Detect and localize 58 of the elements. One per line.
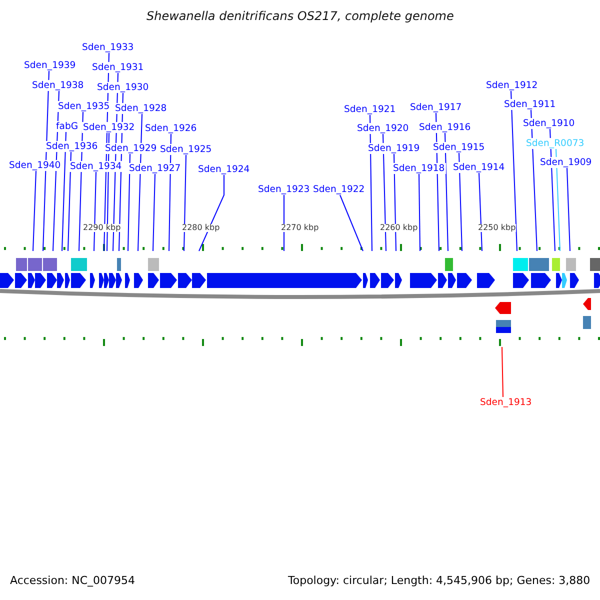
gene-label: Sden_1930 [96, 82, 150, 93]
leader-line [502, 346, 504, 398]
leader-line [444, 132, 448, 252]
gene-label: Sden_R0073 [525, 138, 586, 149]
gene-label: Sden_1923 [257, 184, 311, 195]
gene-label: Sden_1909 [539, 157, 593, 168]
gene-label: Sden_1934 [69, 161, 123, 172]
gene-label: Sden_1931 [91, 62, 145, 73]
title: Shewanella denitrificans OS217, complete genome [146, 11, 454, 22]
gene-label: Sden_1933 [81, 42, 135, 53]
scale-label: 2270 kbp [281, 224, 319, 232]
gene-label: Sden_1913 [479, 397, 533, 408]
scale-label: 2250 kbp [478, 224, 516, 232]
leader-line [478, 172, 482, 252]
gene-label: Sden_1938 [31, 80, 85, 91]
gene-label: Sden_1932 [82, 122, 136, 133]
leader-line [68, 152, 72, 252]
gene-label: Sden_1928 [114, 103, 168, 114]
gene-label: Sden_1936 [45, 141, 99, 152]
gene-label: Sden_1929 [104, 143, 158, 154]
gene-label: Sden_1921 [343, 104, 397, 115]
gene-label: Sden_1919 [367, 143, 421, 154]
leader-line [340, 194, 364, 252]
gene-label: Sden_1912 [485, 80, 539, 91]
gene-label: Sden_1915 [432, 142, 486, 153]
gene-label: Sden_1924 [197, 164, 251, 175]
gene-label: Sden_1920 [356, 123, 410, 134]
leader-line [566, 168, 570, 252]
gene-label: Sden_1940 [8, 160, 62, 171]
leader-line [184, 154, 186, 252]
leader-line [198, 174, 224, 252]
footer-text: Topology: circular; Length: 4,545,906 bp; Genes: 3,880 [288, 575, 590, 586]
gene-label: Sden_1926 [144, 123, 198, 134]
leader-line [62, 132, 66, 252]
gene-label: Sden_1911 [503, 99, 557, 110]
leader-line [458, 152, 462, 252]
gene-label: Sden_1925 [159, 144, 213, 155]
gene-label: Sden_1927 [128, 163, 182, 174]
leader-line [510, 90, 518, 252]
scale-label: 2290 kbp [83, 224, 121, 232]
leader-line [418, 174, 420, 252]
leader-line [94, 172, 96, 252]
footer-text: Accession: NC_007954 [10, 575, 136, 586]
gene-label: Sden_1939 [23, 60, 77, 71]
gene-label: Sden_1935 [57, 101, 111, 112]
leader-line [32, 170, 36, 252]
gene-label: Sden_1916 [418, 122, 472, 133]
gene-label: Sden_1914 [452, 162, 506, 173]
gene-label: Sden_1910 [522, 118, 576, 129]
leader-line [556, 148, 560, 252]
gene-label: fabG [55, 121, 80, 132]
gene-label: Sden_1917 [409, 102, 463, 113]
leader-line [128, 154, 130, 252]
leader-line [152, 174, 156, 252]
gene-label: Sden_1918 [392, 163, 446, 174]
scale-label: 2280 kbp [182, 224, 220, 232]
scale-label: 2260 kbp [380, 224, 418, 232]
gene-label: Sden_1922 [312, 184, 366, 195]
